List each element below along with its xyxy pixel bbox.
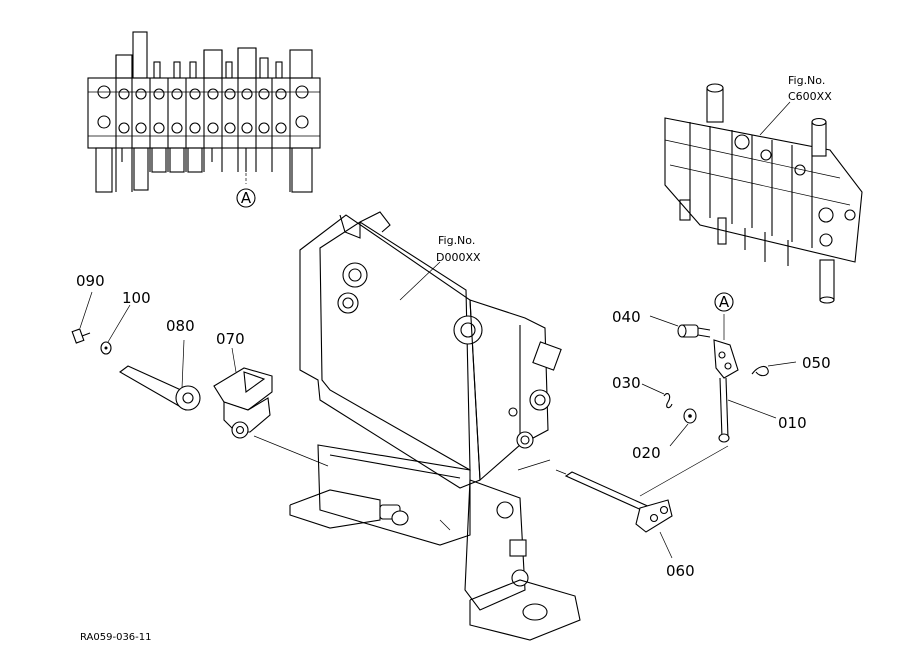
fig-ref-frame-line2: D000XX — [436, 251, 481, 264]
view-marker-top: A — [241, 189, 252, 207]
fig-ref-valve-line2: C600XX — [788, 90, 832, 103]
drawing-caption: RA059-036-11 — [80, 632, 152, 643]
part-010-link — [713, 292, 777, 443]
part-050-clip — [751, 361, 797, 377]
callout-050: 050 — [802, 354, 831, 372]
part-040-pin — [649, 315, 711, 338]
valve-isometric — [664, 83, 863, 304]
callout-100: 100 — [122, 289, 151, 307]
callout-080: 080 — [166, 317, 195, 335]
valve-top-view — [87, 31, 321, 208]
callout-020: 020 — [632, 444, 661, 462]
main-frame — [289, 211, 581, 641]
callout-090: 090 — [76, 272, 105, 290]
part-100-washer — [100, 304, 131, 355]
fig-ref-frame-line1: Fig.No. — [438, 234, 475, 247]
callout-030: 030 — [612, 374, 641, 392]
callout-010: 010 — [778, 414, 807, 432]
view-marker-right: A — [719, 293, 730, 311]
part-090-bolt — [71, 291, 93, 344]
callout-labels: 090 100 080 070 040 050 030 010 020 060 — [76, 272, 831, 580]
part-030-clip — [641, 383, 673, 409]
callout-040: 040 — [612, 308, 641, 326]
figure-references: Fig.No. C600XX Fig.No. D000XX — [436, 74, 832, 264]
part-060-shaft — [555, 445, 729, 559]
part-080-lever — [119, 339, 201, 411]
callout-060: 060 — [666, 562, 695, 580]
view-marker-circle-right — [714, 292, 734, 312]
fig-ref-valve-line1: Fig.No. — [788, 74, 825, 87]
callout-070: 070 — [216, 330, 245, 348]
part-070-bracket — [213, 347, 329, 467]
view-marker-circle-top — [236, 188, 256, 208]
view-marker-labels: A A — [241, 189, 730, 311]
part-020-washer — [669, 408, 697, 447]
